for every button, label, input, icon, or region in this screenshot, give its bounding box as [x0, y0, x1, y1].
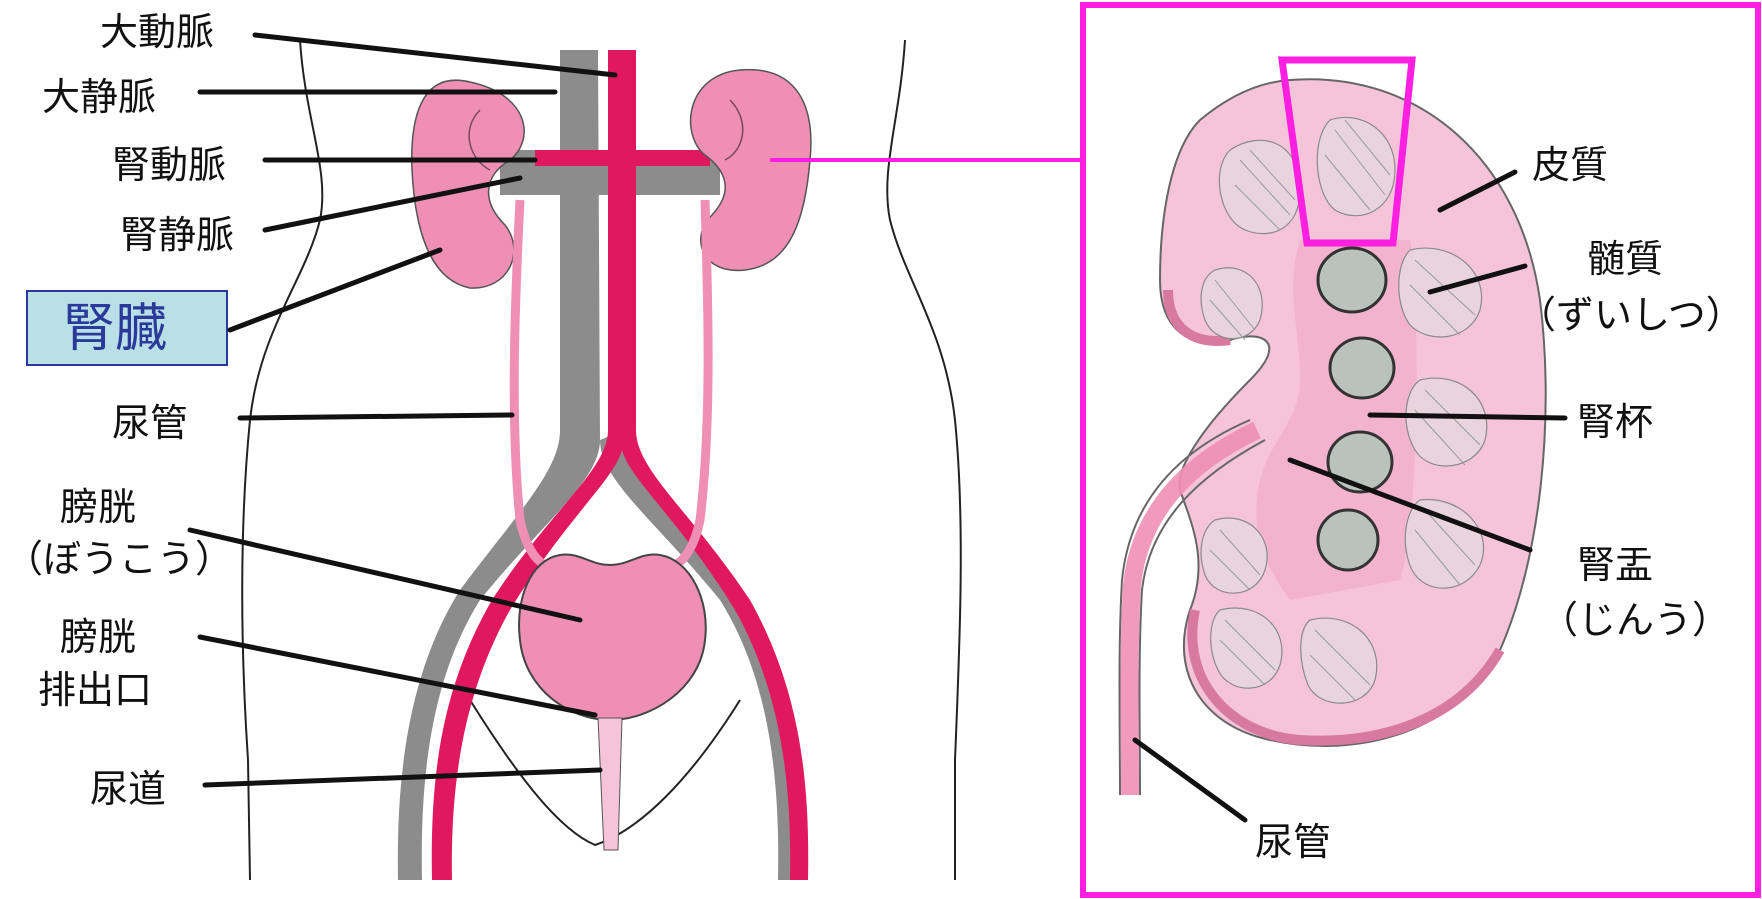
- label-bladder-outlet-1: 膀胱: [60, 615, 136, 659]
- leader-calyx: [1370, 415, 1565, 418]
- label-bladder: 膀胱: [60, 485, 136, 529]
- leader-ureter-right: [1135, 740, 1245, 820]
- label-renal-vein: 腎静脈: [120, 213, 234, 257]
- label-calyx: 腎杯: [1577, 400, 1653, 444]
- label-vena-cava: 大静脈: [42, 75, 156, 119]
- label-ureter-right: 尿管: [1255, 820, 1331, 864]
- label-medulla-reading: （ずいしつ）: [1518, 293, 1744, 337]
- leader-kidney: [230, 250, 440, 330]
- label-ureter: 尿管: [112, 401, 188, 445]
- label-bladder-reading: （ぼうこう）: [5, 537, 233, 581]
- label-renal-artery: 腎動脈: [112, 143, 226, 187]
- label-medulla: 髄質: [1587, 237, 1663, 281]
- label-urethra: 尿道: [90, 767, 166, 811]
- leader-ureter: [240, 415, 512, 418]
- label-bladder-outlet-2: 排出口: [38, 668, 152, 712]
- label-pelvis-reading: （じんう）: [1540, 598, 1730, 642]
- label-cortex: 皮質: [1532, 143, 1608, 187]
- label-kidney: 腎臓: [63, 299, 167, 359]
- label-aorta: 大動脈: [100, 10, 214, 54]
- left-text-labels: 大動脈 大静脈 腎動脈 腎静脈 腎臓 尿管 膀胱 （ぼうこう） 膀胱 排出口 尿…: [5, 10, 234, 811]
- label-pelvis: 腎盂: [1577, 543, 1653, 587]
